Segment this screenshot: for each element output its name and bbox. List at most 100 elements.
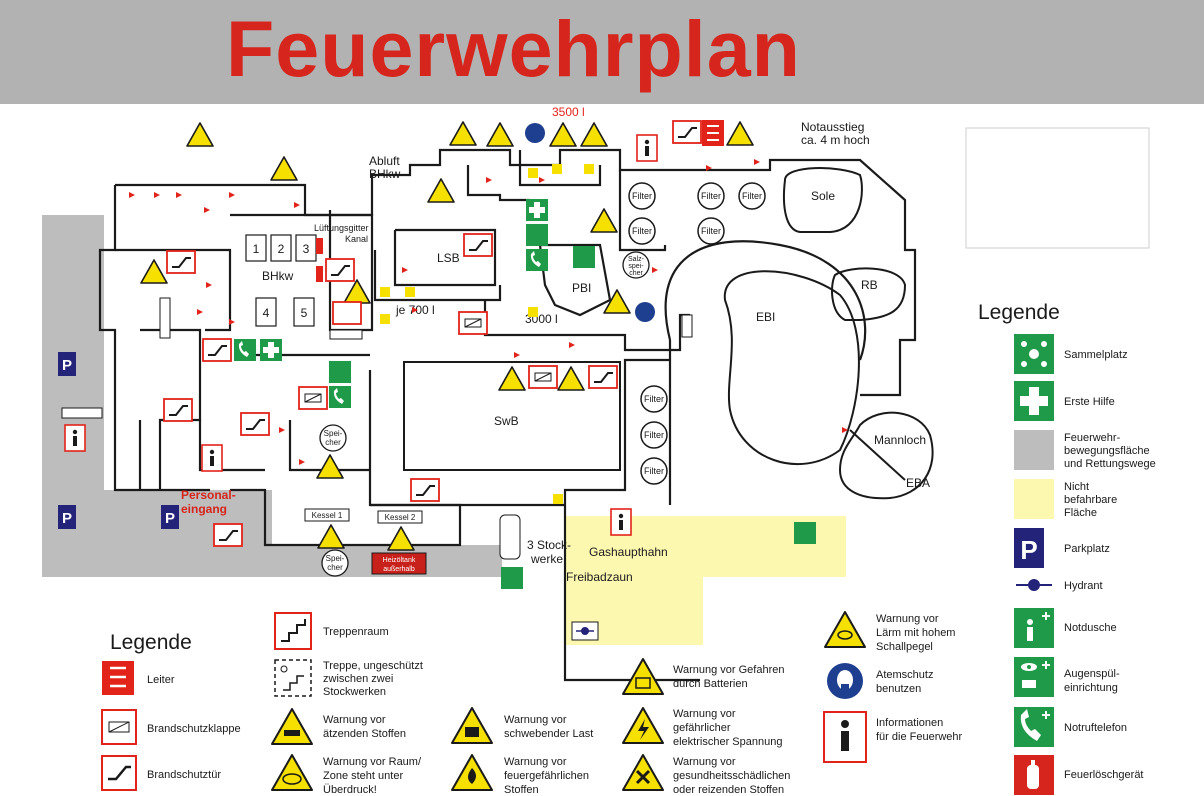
svg-text:Warnung vor: Warnung vor [673, 756, 736, 768]
svg-text:Atemschutz: Atemschutz [876, 669, 933, 681]
room-swb: SwB [494, 414, 519, 428]
svg-text:Erste Hilfe: Erste Hilfe [1064, 396, 1115, 408]
svg-text:Warnung vor Gefahren: Warnung vor Gefahren [673, 664, 784, 676]
lueftungsgitter-label: Lüftungsgitter [314, 223, 369, 233]
room-sole: Sole [811, 189, 835, 203]
svg-text:Nicht: Nicht [1064, 481, 1089, 493]
fire-door-icon [101, 755, 137, 791]
svg-text:oder reizenden Stoffen: oder reizenden Stoffen [673, 784, 784, 796]
parking-markers: P P P [58, 352, 179, 529]
kessel-1: Kessel 1 [312, 511, 343, 520]
svg-text:Warnung vor: Warnung vor [876, 613, 939, 625]
fire-info-icon [823, 711, 867, 763]
svg-text:spei-: spei- [628, 263, 644, 270]
svg-text:Spei-: Spei- [326, 554, 345, 563]
svg-text:Warnung vor Raum/: Warnung vor Raum/ [323, 756, 422, 768]
bhkw-unit-1: 1 [253, 242, 260, 256]
svg-text:durch Batterien: durch Batterien [673, 678, 748, 690]
svg-text:Hydrant: Hydrant [1064, 580, 1103, 592]
svg-text:P: P [165, 510, 175, 527]
svg-text:cher: cher [327, 563, 343, 572]
personal-entrance-label: Personal- [181, 488, 236, 502]
svg-text:gefährlicher: gefährlicher [673, 722, 731, 734]
kanal-label: Kanal [345, 234, 368, 244]
hydrant-icon [1016, 579, 1052, 591]
building-outline [98, 148, 917, 682]
freibadzaun-label: Freibadzaun [566, 570, 633, 584]
svg-text:P: P [62, 357, 72, 374]
extinguisher-icon [1014, 755, 1054, 795]
svg-text:schwebender Last: schwebender Last [504, 728, 593, 740]
battery-warning-icon [622, 658, 664, 695]
svg-text:bewegungsfläche: bewegungsfläche [1064, 445, 1150, 457]
stairwell-icon [274, 612, 312, 650]
svg-text:Warnung vor: Warnung vor [504, 714, 567, 726]
room-bhkw: BHkw [262, 269, 294, 283]
sole-pool [782, 167, 863, 233]
room-eba: EBA [906, 476, 930, 490]
boilers: Kessel 1 Kessel 2 Heizöltank außerhalb [304, 508, 427, 575]
svg-text:feuergefährlichen: feuergefährlichen [504, 770, 589, 782]
svg-text:einrichtung: einrichtung [1064, 682, 1118, 694]
overpressure-warning-icon [271, 754, 313, 791]
kessel-2: Kessel 2 [385, 513, 416, 522]
no-drive-area-icon [1014, 479, 1054, 519]
room-labels: BHkw Abluft BHkw Lüftungsgitter Kanal LS… [181, 105, 930, 584]
svg-text:Fläche: Fläche [1064, 507, 1097, 519]
svg-text:ätzenden Stoffen: ätzenden Stoffen [323, 728, 406, 740]
gashaupthahn-label: Gashaupthahn [589, 545, 668, 559]
suspended-load-warning-icon [451, 707, 493, 744]
svg-text:Augenspül-: Augenspül- [1064, 668, 1120, 680]
heating-oil-tank [371, 552, 427, 575]
ebi-pool [723, 270, 860, 466]
room-pbi: PBI [572, 281, 591, 295]
svg-text:zwischen zwei: zwischen zwei [323, 673, 393, 685]
corrosive-warning-icon [271, 708, 313, 745]
legend-right: Legende Sammelplatz Erste Hilfe Feuerweh… [978, 301, 1156, 795]
legend-left-heading: Legende [110, 631, 192, 654]
svg-text:Warnung vor: Warnung vor [504, 756, 567, 768]
svg-text:Zone steht unter: Zone steht unter [323, 770, 403, 782]
svg-text:cher: cher [629, 270, 643, 277]
svg-text:Notruftelefon: Notruftelefon [1064, 722, 1127, 734]
svg-text:werke: werke [530, 552, 563, 566]
fire-access-area-icon [1014, 430, 1054, 470]
svg-text:Überdruck!: Überdruck! [323, 784, 377, 796]
harmful-warning-icon [622, 754, 664, 791]
bhkw-unit-4: 4 [263, 306, 270, 320]
svg-text:eingang: eingang [181, 502, 227, 516]
filters: Filter Filter Filter Filter Filter Filte… [628, 182, 766, 485]
plan-door-signs [64, 120, 724, 547]
emergency-phone-icon [1014, 707, 1054, 747]
emergency-shower-icon [1014, 608, 1054, 648]
assembly-point-icon [1014, 334, 1054, 374]
legend-ladder-label: Leiter [147, 674, 175, 686]
legend-right-heading: Legende [978, 301, 1060, 324]
bhkw-unit-2: 2 [278, 242, 285, 256]
svg-text:gesundheitsschädlichen: gesundheitsschädlichen [673, 770, 790, 782]
respirator-icon [827, 663, 863, 699]
electric-warning-icon [622, 707, 664, 744]
svg-text:außerhalb: außerhalb [383, 566, 415, 573]
stockwerke-label: 3 Stock- [527, 538, 571, 552]
abluft-label: Abluft [369, 154, 400, 168]
noise-warning-icon [824, 611, 866, 648]
svg-text:elektrischer Spannung: elektrischer Spannung [673, 736, 782, 748]
room-ebi: EBI [756, 310, 775, 324]
svg-text:Feuerlöschgerät: Feuerlöschgerät [1064, 769, 1144, 781]
svg-text:Filter: Filter [632, 191, 652, 201]
svg-text:Warnung vor: Warnung vor [673, 708, 736, 720]
svg-text:Filter: Filter [742, 191, 762, 201]
svg-text:Lärm mit hohem: Lärm mit hohem [876, 627, 955, 639]
svg-text:Treppe, ungeschützt: Treppe, ungeschützt [323, 660, 423, 672]
svg-text:Stockwerken: Stockwerken [323, 686, 386, 698]
stair-hatches [61, 297, 693, 560]
open-stairs-icon [274, 659, 312, 697]
svg-text:Filter: Filter [701, 191, 721, 201]
svg-text:Sammelplatz: Sammelplatz [1064, 349, 1128, 361]
flammable-warning-icon [451, 754, 493, 791]
eye-wash-icon [1014, 657, 1054, 697]
first-aid-icon [1014, 381, 1054, 421]
svg-text:Heizöltank: Heizöltank [383, 557, 416, 564]
